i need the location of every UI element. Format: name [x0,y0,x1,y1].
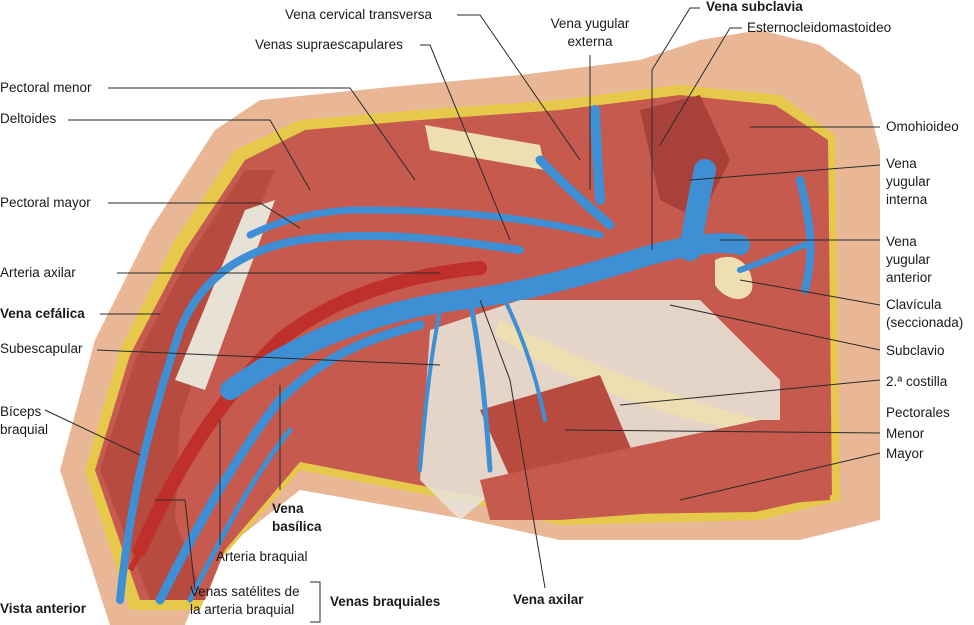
label-segunda-costilla: 2.ª costilla [886,374,948,389]
label-omohioideo: Omohioideo [886,119,959,134]
label-vena-basilica: Vena basílica [272,501,322,534]
label-pectorales: Pectorales [886,405,950,420]
label-pectoral-menor: Pectoral menor [0,80,92,95]
label-vena-yugular-interna: Vena yugular interna [886,156,931,207]
label-vena-axilar: Vena axilar [513,592,584,607]
label-vista-anterior: Vista anterior [0,601,87,616]
label-biceps-braquial: Bíceps braquial [0,404,49,437]
vein-group [116,105,815,605]
label-vena-cervical-transversa: Vena cervical transversa [285,7,433,22]
label-arteria-braquial: Arteria braquial [216,549,308,564]
label-arteria-axilar: Arteria axilar [0,265,76,280]
label-venas-braquiales: Venas braquiales [330,594,441,609]
label-venas-satelites: Venas satélites de la arteria braquial [190,584,300,617]
label-vena-yugular-anterior: Vena yugular anterior [886,234,932,285]
pectoralis-major [480,420,830,520]
label-mayor: Mayor [886,446,924,461]
artery-group [127,261,487,572]
label-vena-cefalica: Vena cefálica [0,306,85,321]
label-subescapular: Subescapular [0,341,83,356]
label-vena-subclavia: Vena subclavia [706,0,803,14]
label-menor: Menor [886,426,925,441]
pectoral-tendon [175,200,275,390]
label-pectoral-mayor: Pectoral mayor [0,195,91,210]
label-clavicula: Clavícula (seccionada) [886,297,964,330]
clavicle-cut [425,125,545,170]
label-vena-yugular-externa: Vena yugular externa [550,16,630,49]
second-rib [495,320,760,435]
label-subclavio: Subclavio [886,343,945,358]
label-deltoides: Deltoides [0,111,57,126]
label-esternocleidomastoideo: Esternocleidomastoideo [747,20,892,35]
label-venas-supraescapulares: Venas supraescapulares [255,37,403,52]
deltoid-muscle [100,170,275,600]
